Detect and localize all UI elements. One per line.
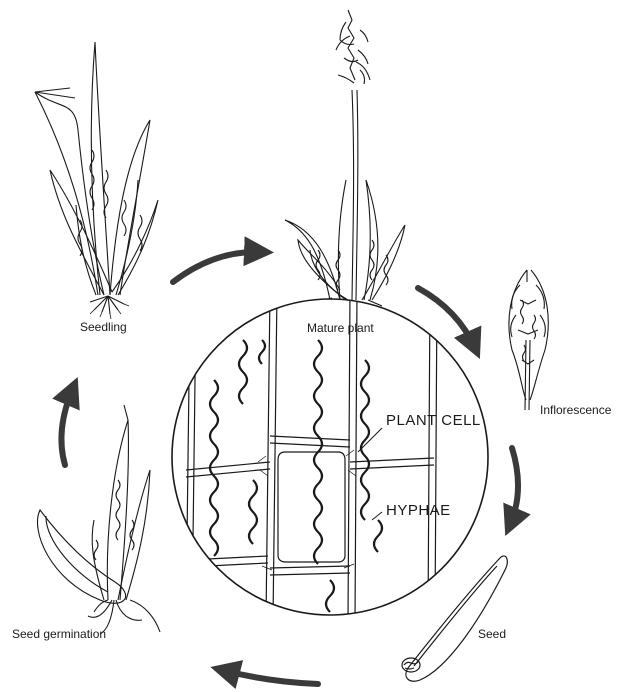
- inset-magnified-cells: [172, 290, 488, 620]
- label-seedling: Seedling: [80, 321, 127, 333]
- mature-plant-drawing: [285, 10, 405, 315]
- label-seed: Seed: [478, 628, 506, 640]
- inflorescence-drawing: [509, 270, 548, 410]
- label-mature-plant: Mature plant: [307, 322, 374, 334]
- arrow-inflorescence-to-seed: [510, 448, 518, 525]
- arrow-germination-to-seedling: [61, 388, 73, 465]
- label-seed-germination: Seed germination: [12, 628, 106, 640]
- seed-germination-drawing: [38, 405, 161, 634]
- seedling-drawing: [35, 42, 158, 314]
- arrow-seedling-to-mature: [173, 252, 262, 282]
- arrow-seed-to-germination: [222, 670, 318, 684]
- label-inflorescence: Inflorescence: [540, 404, 611, 416]
- label-plant-cell: PLANT CELL: [386, 413, 481, 428]
- label-hyphae: HYPHAE: [386, 503, 451, 518]
